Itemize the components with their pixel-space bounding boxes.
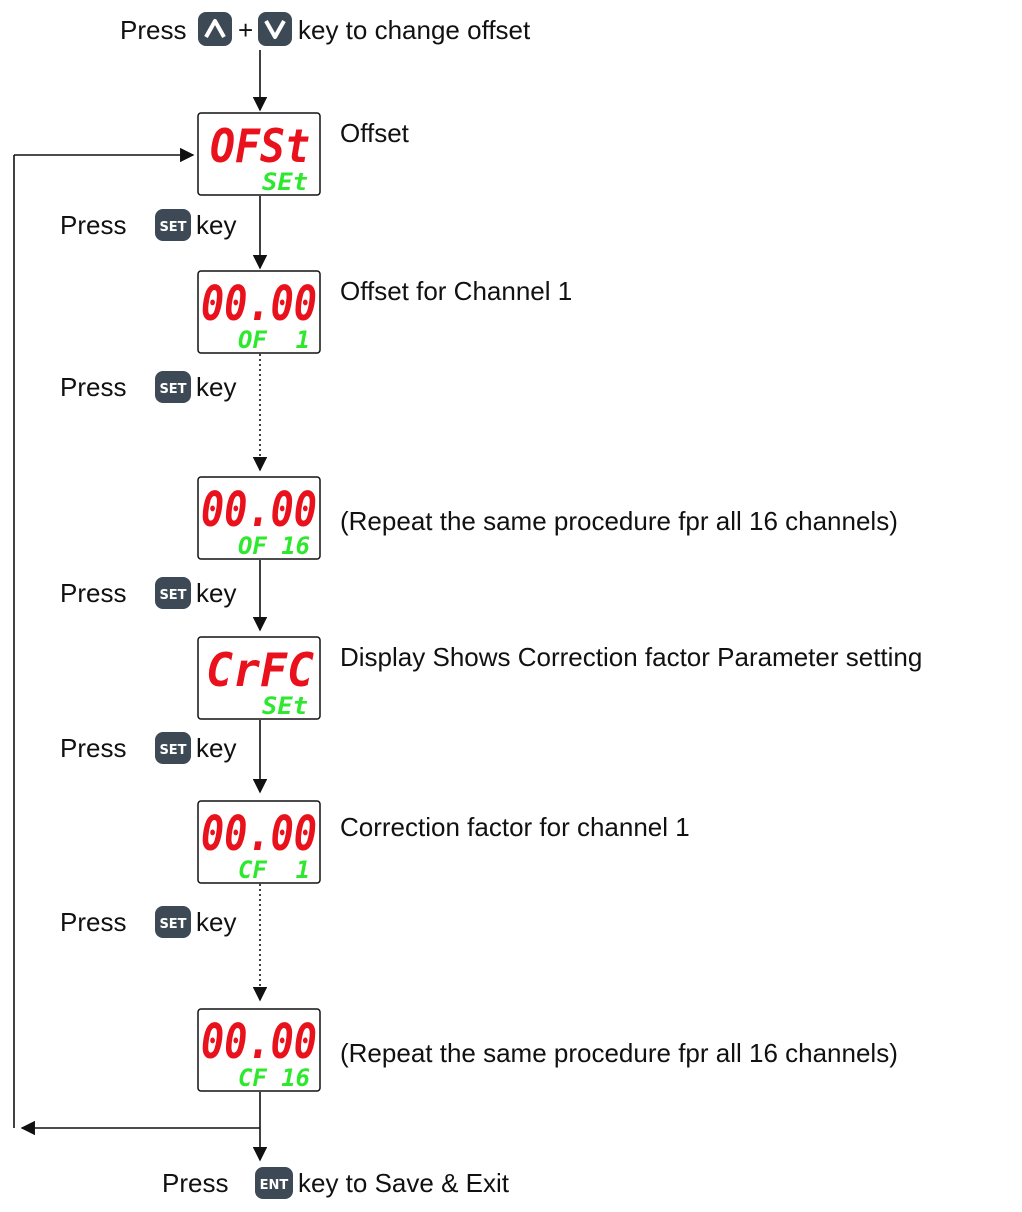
display-bottom-value: CF 16 [238,1064,310,1092]
step-pre: Press [60,907,126,937]
display-top-value: OFSt [210,119,310,173]
step-pre: Press [60,733,126,763]
final-step: Press ENT key to Save & Exit [162,1167,510,1199]
display-bottom-value: CF 1 [238,856,310,884]
set-step-1: Press SET key [60,209,236,241]
set-step-3: Press SET key [60,577,236,609]
display-bottom-value: SEt [262,168,308,196]
display-caption: Correction factor for channel 1 [340,812,690,842]
top-instruction-pre: Press [120,15,186,45]
set-key-icon: SET [155,577,191,609]
display-top-value: 00.00 [201,1014,317,1070]
up-arrow-icon [198,12,232,46]
display-caption: (Repeat the same procedure fpr all 16 ch… [340,506,898,536]
display-bottom-value: OF 1 [238,326,310,354]
top-instruction-post: key to change offset [298,15,531,45]
step-post: key [196,733,236,763]
display-bottom-value: SEt [262,692,308,720]
set-key-icon: SET [155,371,191,403]
svg-text:ENT: ENT [260,1178,289,1193]
set-key-icon: SET [155,209,191,241]
display-top-value: 00.00 [201,806,317,862]
down-arrow-icon [258,12,292,46]
set-key-icon: SET [155,732,191,764]
display-top-value: 00.00 [201,482,317,538]
set-step-4: Press SET key [60,732,236,764]
step-post: key [196,578,236,608]
step-post: key [196,372,236,402]
svg-text:SET: SET [159,917,186,932]
svg-text:SET: SET [159,743,186,758]
step-pre: Press [60,578,126,608]
display-offset-ch16: 00.00 OF 16 (Repeat the same procedure f… [197,476,898,560]
svg-text:SET: SET [159,220,186,235]
set-key-icon: SET [155,906,191,938]
display-caption: Offset [340,118,410,148]
display-caption: Offset for Channel 1 [340,276,572,306]
set-step-2: Press SET key [60,371,236,403]
display-top-value: CrFC [206,643,314,697]
display-cf-ch16: 00.00 CF 16 (Repeat the same procedure f… [197,1008,898,1092]
display-caption: Display Shows Correction factor Paramete… [340,642,922,672]
step-pre: Press [60,210,126,240]
final-step-pre: Press [162,1168,228,1198]
display-caption: (Repeat the same procedure fpr all 16 ch… [340,1038,898,1068]
connectors [13,50,268,1162]
top-instruction: Press + key to change offset [120,12,531,46]
step-post: key [196,210,236,240]
display-cf-ch1: 00.00 CF 1 Correction factor for channel… [197,800,690,884]
step-pre: Press [60,372,126,402]
svg-text:SET: SET [159,382,186,397]
set-step-5: Press SET key [60,906,236,938]
final-step-post: key to Save & Exit [298,1168,510,1198]
display-offset-ch1: 00.00 OF 1 Offset for Channel 1 [197,270,572,354]
step-post: key [196,907,236,937]
ent-key-icon: ENT [255,1167,293,1199]
display-top-value: 00.00 [201,276,317,332]
display-bottom-value: OF 16 [238,532,310,560]
top-instruction-plus: + [238,15,253,45]
display-offset-menu: OFSt SEt Offset [197,112,410,196]
display-crfc-menu: CrFC SEt Display Shows Correction factor… [197,636,922,720]
svg-text:SET: SET [159,588,186,603]
